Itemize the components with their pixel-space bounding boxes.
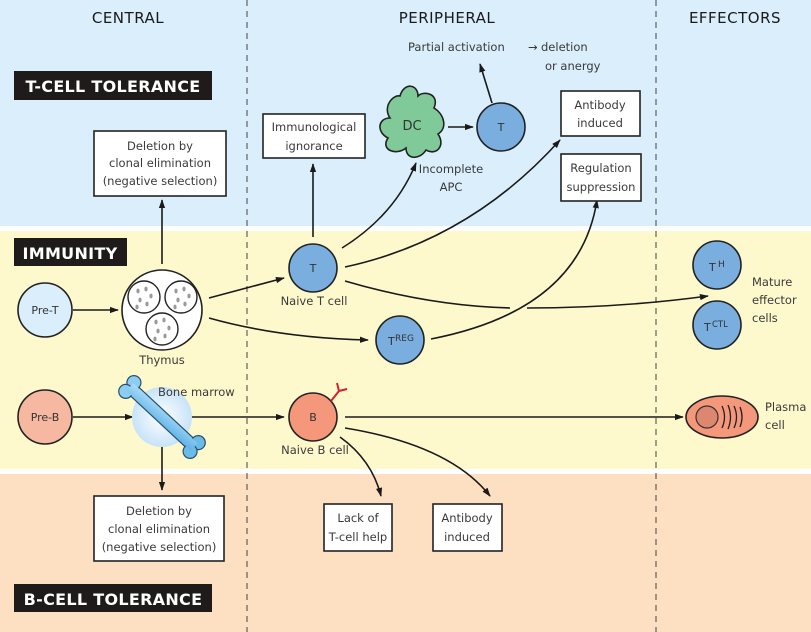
svg-text:Antibody: Antibody xyxy=(574,98,625,112)
svg-text:→: → xyxy=(528,40,538,54)
arrow-naiveb-antibody xyxy=(344,427,491,497)
box-antibody-induced-b: Antibody induced xyxy=(432,503,503,552)
cell-dendritic: DC Incomplete APC xyxy=(379,85,483,194)
svg-text:(negative selection): (negative selection) xyxy=(103,174,218,188)
bone-icon xyxy=(118,375,206,459)
svg-text:Regulation: Regulation xyxy=(570,161,631,175)
thymus-dots xyxy=(135,286,191,342)
cell-tctl: T CTL xyxy=(692,300,742,350)
svg-text:T: T xyxy=(387,335,395,348)
band-label-t-cell-tolerance: T-CELL TOLERANCE xyxy=(14,71,212,100)
cell-t-peripheral: T xyxy=(476,102,526,152)
column-header-central: CENTRAL xyxy=(92,9,164,27)
svg-text:ignorance: ignorance xyxy=(285,139,342,153)
arrow-naivet-dc xyxy=(341,162,417,249)
svg-text:CTL: CTL xyxy=(712,320,728,330)
svg-text:clonal elimination: clonal elimination xyxy=(109,156,211,170)
svg-text:T-CELL TOLERANCE: T-CELL TOLERANCE xyxy=(25,77,200,96)
svg-text:Mature: Mature xyxy=(752,275,792,289)
svg-text:Deletion by: Deletion by xyxy=(127,139,193,153)
arrows xyxy=(73,63,709,497)
svg-text:H: H xyxy=(718,260,725,270)
arrow-naivet-effectors-2 xyxy=(526,293,709,309)
naive-b-caption: Naive B cell xyxy=(281,443,349,457)
svg-text:IMMUNITY: IMMUNITY xyxy=(22,244,117,263)
svg-text:T: T xyxy=(708,261,716,274)
svg-text:Pre-B: Pre-B xyxy=(31,411,60,424)
arrow-naiveb-lackhelp xyxy=(339,436,383,497)
svg-text:cells: cells xyxy=(752,311,778,325)
svg-text:T-cell help: T-cell help xyxy=(328,530,387,544)
cell-treg: T REG xyxy=(375,315,425,365)
partial-activation-annotation: Partial activation → deletion or anergy xyxy=(408,40,601,73)
svg-text:T: T xyxy=(309,262,317,275)
cell-plasma: Plasma cell xyxy=(685,395,806,439)
svg-text:Lack of: Lack of xyxy=(337,511,379,525)
svg-text:Antibody: Antibody xyxy=(441,511,492,525)
thymus: Thymus xyxy=(121,269,203,367)
svg-text:(negative selection): (negative selection) xyxy=(102,540,217,554)
svg-text:suppression: suppression xyxy=(567,180,636,194)
svg-text:effector: effector xyxy=(752,293,797,307)
mature-effector-caption: Mature effector cells xyxy=(752,275,797,325)
box-deletion-t: Deletion by clonal elimination (negative… xyxy=(93,130,227,197)
plasma-caption-1: Plasma xyxy=(765,400,806,414)
svg-text:B-CELL TOLERANCE: B-CELL TOLERANCE xyxy=(24,590,203,609)
svg-text:Pre-T: Pre-T xyxy=(31,304,58,317)
cell-th: T H xyxy=(692,240,742,290)
cell-pre-b: Pre-B xyxy=(17,389,73,445)
svg-text:REG: REG xyxy=(395,334,414,344)
svg-text:deletion: deletion xyxy=(541,40,588,54)
svg-text:Deletion by: Deletion by xyxy=(126,504,192,518)
box-lack-of-t-cell-help: Lack of T-cell help xyxy=(323,503,393,552)
svg-text:induced: induced xyxy=(577,116,623,130)
dc-caption-1: Incomplete xyxy=(419,162,483,176)
box-deletion-b: Deletion by clonal elimination (negative… xyxy=(93,495,225,562)
band-label-b-cell-tolerance: B-CELL TOLERANCE xyxy=(14,584,212,612)
svg-text:Partial activation: Partial activation xyxy=(408,40,505,54)
cell-pre-t: Pre-T xyxy=(17,282,73,338)
dc-caption-2: APC xyxy=(440,180,463,194)
cell-naive-b: B Naive B cell xyxy=(281,382,349,457)
arrow-treg-regulation xyxy=(430,199,599,340)
naive-t-caption: Naive T cell xyxy=(281,294,348,308)
svg-text:clonal elimination: clonal elimination xyxy=(108,522,210,536)
svg-text:or anergy: or anergy xyxy=(545,59,601,73)
arrow-naivet-effectors xyxy=(344,280,511,309)
bone-marrow-caption: Bone marrow xyxy=(158,385,235,399)
box-antibody-induced-t: Antibody induced xyxy=(560,90,641,137)
bone-marrow: Bone marrow xyxy=(118,375,235,459)
arrow-thymus-treg xyxy=(208,317,369,343)
column-header-peripheral: PERIPHERAL xyxy=(399,9,496,27)
svg-text:T: T xyxy=(497,121,505,134)
box-regulation-suppression: Regulation suppression xyxy=(560,153,642,202)
arrow-t-partial xyxy=(479,63,493,104)
box-immunological-ignorance: Immunological ignorance xyxy=(262,113,366,159)
cell-naive-t: T Naive T cell xyxy=(281,243,348,308)
arrow-thymus-naivet xyxy=(208,277,285,299)
svg-text:DC: DC xyxy=(402,119,421,134)
plasma-caption-2: cell xyxy=(765,418,785,432)
thymus-caption: Thymus xyxy=(138,353,185,367)
svg-text:B: B xyxy=(309,411,317,424)
arrow-naivet-antibody xyxy=(344,139,561,268)
band-label-immunity: IMMUNITY xyxy=(14,238,127,266)
svg-text:Immunological: Immunological xyxy=(272,120,357,134)
svg-text:T: T xyxy=(703,321,711,334)
column-header-effectors: EFFECTORS xyxy=(689,9,781,27)
b-cell-receptor-icon xyxy=(330,382,348,402)
svg-text:induced: induced xyxy=(444,530,490,544)
